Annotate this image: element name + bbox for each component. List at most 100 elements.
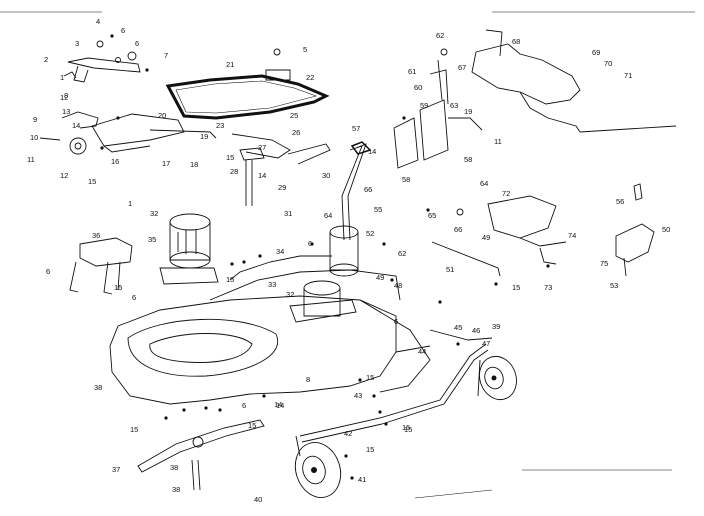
callout-label: 16 bbox=[111, 157, 119, 166]
callout-label: 28 bbox=[230, 167, 238, 176]
callout-label: 6 bbox=[242, 401, 246, 410]
callout-label: 15 bbox=[130, 425, 138, 434]
callout-label: 12 bbox=[60, 171, 68, 180]
callout-label: 1 bbox=[128, 199, 132, 208]
callout-label: 68 bbox=[512, 37, 520, 46]
callout-label: 38 bbox=[170, 463, 178, 472]
callout-label: 18 bbox=[190, 160, 198, 169]
lift-lever-top-right bbox=[471, 29, 677, 133]
callout-label: 5 bbox=[303, 45, 307, 54]
callout-labels: 4 6 6 7 3 2 1 21 22 5 8 9 10 11 12 13 14… bbox=[27, 17, 670, 504]
callout-label: 15 bbox=[402, 423, 410, 432]
mower-deck bbox=[109, 255, 431, 405]
gauge-wheel-right bbox=[477, 355, 517, 401]
callout-label: 15 bbox=[366, 373, 374, 382]
callout-label: 53 bbox=[610, 281, 618, 290]
callout-label: 8 bbox=[306, 375, 310, 384]
callout-label: 58 bbox=[464, 155, 472, 164]
callout-label: 61 bbox=[408, 67, 416, 76]
callout-label: 11 bbox=[494, 137, 502, 146]
mount-brackets-left bbox=[69, 237, 133, 295]
callout-label: 38 bbox=[94, 383, 102, 392]
callout-label: 15 bbox=[88, 177, 96, 186]
callout-label: 6 bbox=[308, 239, 312, 248]
callout-label: 66 bbox=[454, 225, 462, 234]
callout-label: 6 bbox=[121, 26, 125, 35]
callout-label: 22 bbox=[306, 73, 314, 82]
callout-label: 14 bbox=[72, 121, 80, 130]
callout-label: 75 bbox=[600, 259, 608, 268]
gauge-wheel-arm-front bbox=[299, 329, 493, 443]
callout-label: 30 bbox=[322, 171, 330, 180]
callout-label: 70 bbox=[604, 59, 612, 68]
callout-label: 14 bbox=[258, 171, 266, 180]
callout-label: 66 bbox=[364, 185, 372, 194]
callout-label: 55 bbox=[374, 205, 382, 214]
callout-label: 57 bbox=[352, 124, 360, 133]
callout-label: 50 bbox=[662, 225, 670, 234]
callout-label: 19 bbox=[464, 107, 472, 116]
callout-label: 56 bbox=[616, 197, 624, 206]
callout-label: 34 bbox=[276, 247, 284, 256]
callout-label: 21 bbox=[226, 60, 234, 69]
bracket-assembly-right bbox=[393, 48, 483, 169]
callout-label: 64 bbox=[480, 179, 488, 188]
callout-label: 67 bbox=[458, 63, 466, 72]
spindle-housing-left bbox=[159, 213, 219, 285]
spring-rod-center bbox=[231, 48, 331, 206]
callout-label: 40 bbox=[254, 495, 262, 504]
callout-label: 32 bbox=[150, 209, 158, 218]
callout-label: 58 bbox=[402, 175, 410, 184]
callout-label: 36 bbox=[92, 231, 100, 240]
callout-label: 11 bbox=[27, 155, 35, 164]
idler-arm-left bbox=[39, 111, 217, 155]
v-belt bbox=[165, 74, 330, 120]
callout-label: 43 bbox=[354, 391, 362, 400]
callout-label: 6 bbox=[132, 293, 136, 302]
callout-label: 63 bbox=[450, 101, 458, 110]
callout-label: 7 bbox=[164, 51, 168, 60]
mower-blade bbox=[137, 419, 265, 491]
callout-label: 73 bbox=[544, 283, 552, 292]
callout-label: 14 bbox=[276, 401, 284, 410]
callout-label: 15 bbox=[114, 283, 122, 292]
callout-label: 47 bbox=[482, 339, 490, 348]
callout-label: 25 bbox=[290, 111, 298, 120]
callout-label: 10 bbox=[30, 133, 38, 142]
callout-label: 48 bbox=[394, 281, 402, 290]
callout-label: 6 bbox=[46, 267, 50, 276]
callout-label: 9 bbox=[33, 115, 37, 124]
callout-label: 2 bbox=[44, 55, 48, 64]
callout-label: 6 bbox=[135, 39, 139, 48]
gauge-wheel-bottom bbox=[294, 435, 342, 498]
callout-label: 23 bbox=[216, 121, 224, 130]
callout-label: 35 bbox=[148, 235, 156, 244]
callout-label: 4 bbox=[96, 17, 100, 26]
callout-label: 51 bbox=[446, 265, 454, 274]
callout-label: 20 bbox=[158, 111, 166, 120]
callout-label: 15 bbox=[366, 445, 374, 454]
spindle-housing-center bbox=[289, 225, 359, 323]
callout-label: 74 bbox=[568, 231, 576, 240]
callout-label: 14 bbox=[368, 147, 376, 156]
callout-label: 27 bbox=[258, 143, 266, 152]
bracket-far-right bbox=[615, 183, 655, 277]
callout-label: 8 bbox=[64, 91, 68, 100]
callout-label: 15 bbox=[226, 153, 234, 162]
callout-label: 15 bbox=[226, 275, 234, 284]
callout-label: 72 bbox=[502, 189, 510, 198]
bent-rod bbox=[341, 141, 372, 241]
callout-label: 3 bbox=[75, 39, 79, 48]
callout-label: 62 bbox=[398, 249, 406, 258]
callout-label: 52 bbox=[366, 229, 374, 238]
callout-label: 45 bbox=[454, 323, 462, 332]
callout-label: 62 bbox=[436, 31, 444, 40]
callout-label: 26 bbox=[292, 128, 300, 137]
callout-label: 1 bbox=[60, 73, 64, 82]
callout-label: 6 bbox=[394, 317, 398, 326]
callout-label: 59 bbox=[420, 101, 428, 110]
callout-label: 64 bbox=[324, 211, 332, 220]
callout-label: 19 bbox=[200, 132, 208, 141]
callout-label: 31 bbox=[284, 209, 292, 218]
